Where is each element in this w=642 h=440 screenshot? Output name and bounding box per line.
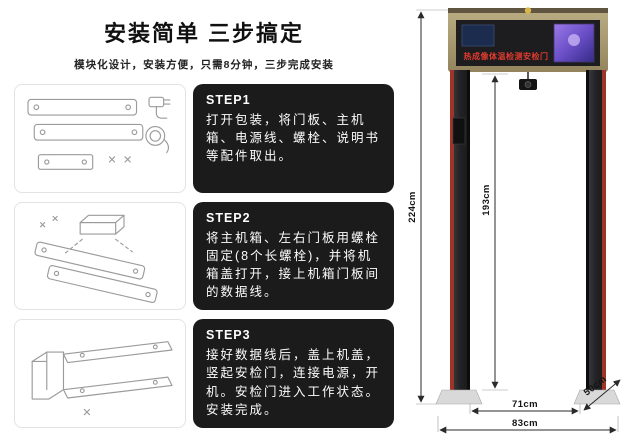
- step3-text-panel: STEP3 接好数据线后，盖上机盖，竖起安检门，连接电源，开机。安检门进入工作状…: [193, 319, 394, 429]
- dim-line-base-depth: [583, 379, 621, 411]
- step2-text-panel: STEP2 将主机箱、左右门板用螺栓固定(8个长螺栓)，并将机箱盖打开，接上机箱…: [193, 201, 394, 311]
- left-base: [435, 389, 483, 405]
- right-pillar: [586, 70, 606, 390]
- installation-steps-section: 安装简单 三步搞定 模块化设计，安装方便，只需8分钟，三步完成安装: [14, 21, 394, 429]
- step3-label: STEP3: [206, 328, 251, 343]
- step3-illustration: [14, 319, 186, 429]
- brand-emblem-icon: [524, 7, 532, 14]
- left-pillar-red-trim: [450, 70, 454, 390]
- step2-label: STEP2: [206, 210, 251, 225]
- step-card-3: STEP3 接好数据线后，盖上机盖，竖起安检门，连接电源，开机。安检门进入工作状…: [14, 319, 394, 429]
- page-subtitle: 模块化设计，安装方便，只需8分钟，三步完成安装: [74, 59, 334, 71]
- dim-label-total-height: 224cm: [407, 191, 418, 223]
- right-sensor-strip: [586, 70, 589, 390]
- step-card-1: STEP1 打开包装，将门板、主机箱、电源线、螺栓、说明书等配件取出。: [14, 84, 394, 193]
- control-box: [452, 117, 466, 145]
- step1-description: 打开包装，将门板、主机箱、电源线、螺栓、说明书等配件取出。: [206, 113, 381, 164]
- left-pillar: [450, 70, 470, 390]
- step2-description: 将主机箱、左右门板用螺栓固定(8个长螺栓)，并将机箱盖打开，接上机箱门板间的数据…: [206, 230, 381, 300]
- security-door-figure: 热成像体温检测安检门 224cm 193c: [407, 7, 621, 434]
- unpacking-sketch-icon: [27, 97, 171, 171]
- step-card-2: STEP2 将主机箱、左右门板用螺栓固定(8个长螺栓)，并将机箱盖打开，接上机箱…: [14, 201, 394, 311]
- step3-description: 接好数据线后，盖上机盖，竖起安检门，连接电源，开机。安检门进入工作状态。安装完成…: [206, 348, 381, 417]
- dim-label-inner-width: 71cm: [512, 399, 538, 410]
- assembled-door-sketch-icon: [31, 340, 173, 415]
- step1-label: STEP1: [206, 93, 251, 107]
- right-pillar-red-trim: [602, 70, 606, 390]
- steps-list: STEP1 打开包装，将门板、主机箱、电源线、螺栓、说明书等配件取出。: [14, 84, 394, 429]
- page-title: 安装简单 三步搞定: [103, 21, 305, 46]
- dim-label-total-width: 83cm: [512, 418, 538, 429]
- dim-label-inner-height: 193cm: [481, 184, 492, 216]
- step1-text-panel: STEP1 打开包装，将门板、主机箱、电源线、螺栓、说明书等配件取出。: [193, 84, 394, 193]
- assembly-sketch-icon: [34, 214, 158, 304]
- thermal-blob: [568, 34, 580, 46]
- product-photo-section: 热成像体温检测安检门 224cm 193c: [404, 0, 642, 440]
- step1-illustration: [14, 84, 186, 193]
- door-header-text: 热成像体温检测安检门: [464, 51, 549, 61]
- camera-lens: [524, 81, 532, 88]
- step2-illustration: [14, 201, 186, 311]
- counter-screen: [461, 24, 495, 47]
- right-base: [573, 389, 621, 405]
- left-sensor-strip: [467, 70, 470, 390]
